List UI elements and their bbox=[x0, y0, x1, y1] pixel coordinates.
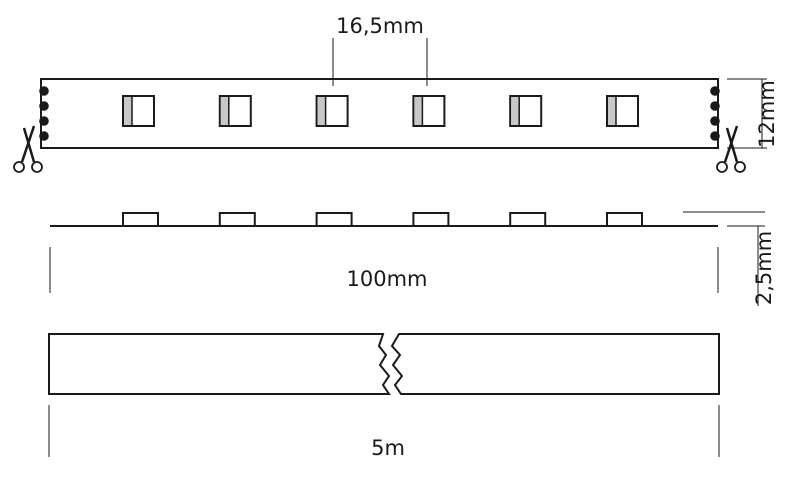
led-chip-side bbox=[509, 212, 547, 227]
solder-pad bbox=[710, 116, 720, 126]
solder-pad bbox=[710, 86, 720, 96]
led-chip-side bbox=[315, 212, 353, 227]
led-chip-side bbox=[412, 212, 450, 227]
solder-pad bbox=[39, 86, 49, 96]
led-chips-top bbox=[122, 95, 639, 127]
led-chip-side bbox=[606, 212, 643, 227]
solder-pads-right bbox=[710, 86, 720, 141]
solder-pads-left bbox=[39, 86, 49, 141]
led-chips-side bbox=[122, 212, 643, 227]
strip-width-label: 12mm bbox=[755, 80, 779, 148]
top-view: 16,5mm 12mm bbox=[13, 14, 779, 173]
led-pitch-label: 16,5mm bbox=[336, 14, 424, 38]
full-length-view: 5m bbox=[48, 333, 720, 460]
solder-pad bbox=[39, 101, 49, 111]
strip-body-full-length-right bbox=[390, 333, 720, 395]
strip-height-label: 2,5mm bbox=[752, 231, 776, 305]
led-chip bbox=[509, 95, 543, 127]
led-chip bbox=[412, 95, 446, 127]
side-view: 2,5mm 100mm bbox=[49, 211, 776, 306]
led-chip bbox=[606, 95, 639, 127]
total-length-label: 5m bbox=[371, 436, 405, 460]
scissors-icon bbox=[13, 125, 43, 173]
led-chip bbox=[315, 95, 349, 127]
led-chip-side bbox=[122, 212, 159, 227]
solder-pad bbox=[39, 116, 49, 126]
led-chip bbox=[218, 95, 252, 127]
led-chip-side bbox=[218, 212, 256, 227]
scissors-icon bbox=[716, 125, 746, 173]
solder-pad bbox=[39, 131, 49, 141]
solder-pad bbox=[710, 131, 720, 141]
cut-segment-length-label: 100mm bbox=[347, 267, 428, 291]
strip-body-full-length-left bbox=[48, 333, 391, 395]
led-chip bbox=[122, 95, 155, 127]
solder-pad bbox=[710, 101, 720, 111]
